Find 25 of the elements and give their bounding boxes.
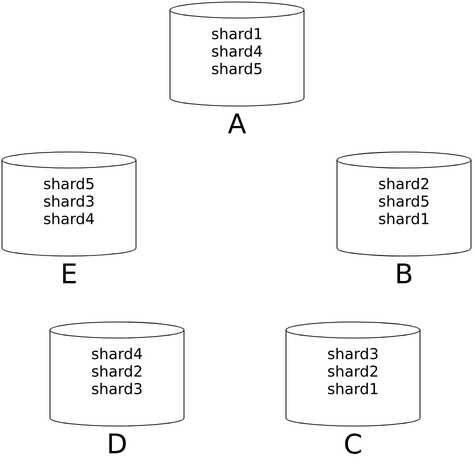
node-label: D bbox=[109, 434, 126, 454]
node-label: shard2 bbox=[379, 178, 428, 190]
node-label: shard5 bbox=[44, 178, 94, 190]
node-label: shard4 bbox=[92, 348, 142, 360]
cylinder: shard4 shard2 shard3 bbox=[50, 322, 184, 426]
node-label: shard1 bbox=[379, 212, 428, 224]
cylinder: shard5 shard3 shard4 bbox=[2, 152, 136, 256]
node-label: shard4 bbox=[44, 212, 94, 224]
node-label: A bbox=[228, 114, 246, 134]
node-label: C bbox=[345, 434, 361, 454]
node-label: shard3 bbox=[328, 348, 378, 360]
node-label: E bbox=[63, 264, 76, 284]
node-label: shard2 bbox=[92, 365, 142, 377]
node-label: shard5 bbox=[212, 62, 262, 74]
node-label: shard1 bbox=[212, 28, 262, 40]
node-label: shard3 bbox=[44, 195, 94, 207]
node-label: shard1 bbox=[328, 382, 378, 394]
node-label: shard4 bbox=[212, 45, 262, 57]
node-label: B bbox=[397, 264, 412, 284]
cylinder: shard3 shard2 shard1 bbox=[286, 322, 420, 426]
cylinder: shard2 shard5 shard1 bbox=[336, 152, 472, 256]
node-label: shard5 bbox=[379, 195, 428, 207]
node-label: shard2 bbox=[328, 365, 378, 377]
cylinder: shard1 shard4 shard5 bbox=[170, 2, 304, 106]
node-label: shard3 bbox=[92, 382, 142, 394]
